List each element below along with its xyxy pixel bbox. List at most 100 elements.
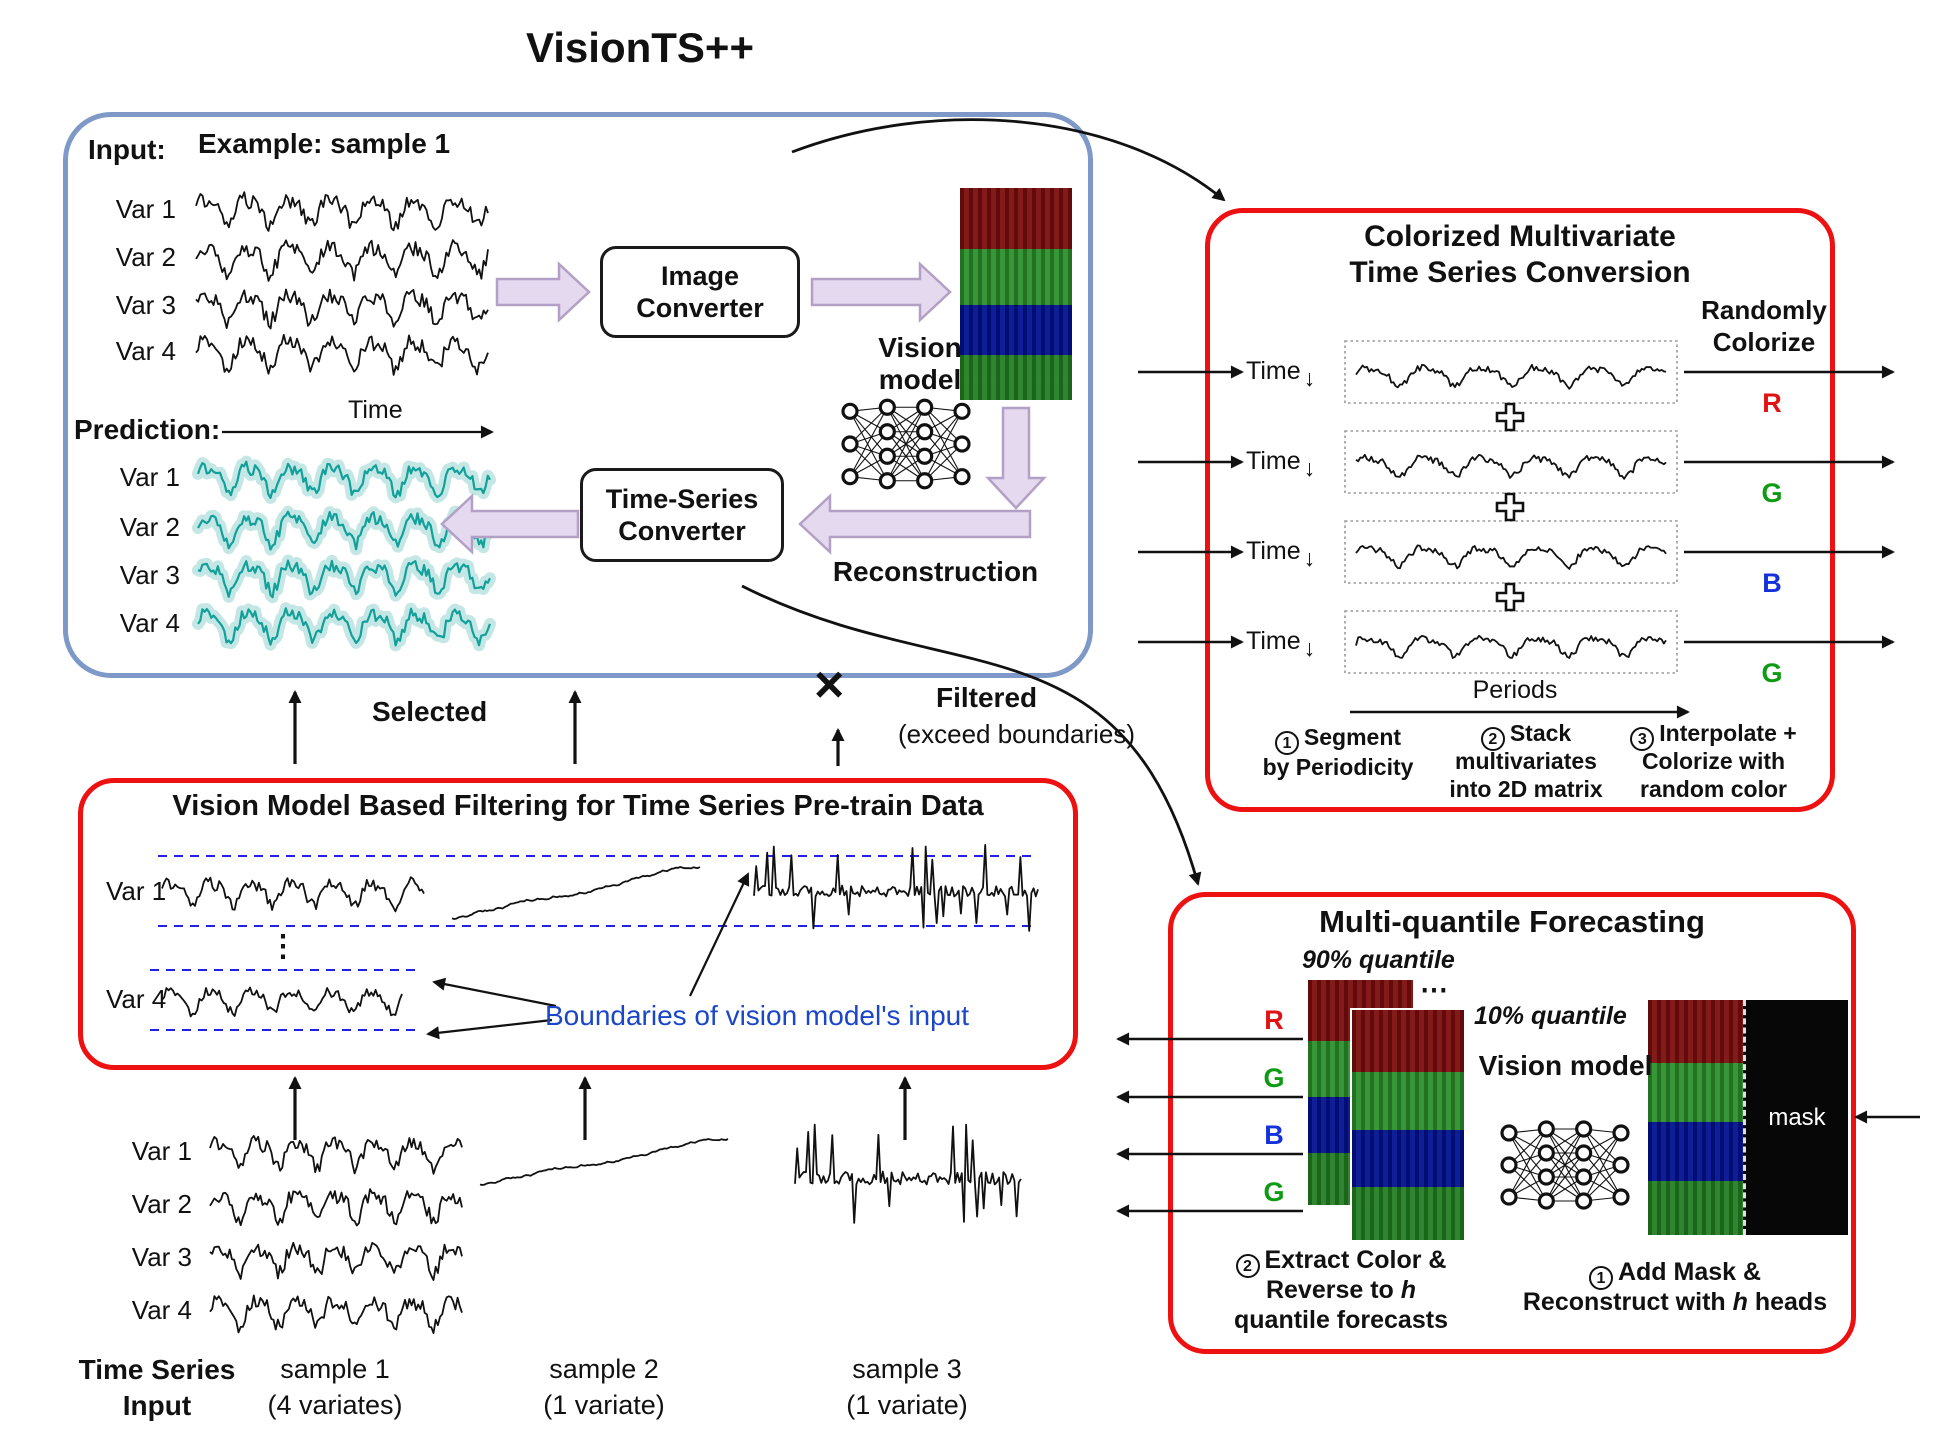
step3-line3: random color xyxy=(1640,776,1787,802)
down-arrow-icon: ↓ xyxy=(1303,545,1316,571)
prediction-var2-label: Var 2 xyxy=(119,512,180,542)
extract-step-line2: Reverse to h xyxy=(1216,1276,1466,1305)
time-label: Time xyxy=(1246,627,1301,655)
time-row-4: Time↓ xyxy=(1246,627,1315,662)
mask-step-text: Add Mask & xyxy=(1617,1258,1762,1286)
step2-line3: into 2D matrix xyxy=(1449,776,1603,802)
step3-number: 3 xyxy=(1630,727,1655,751)
sample1-waveform-var2 xyxy=(209,1188,463,1227)
sample3-name: sample 3 xyxy=(852,1354,962,1384)
red-band xyxy=(960,188,1072,250)
selected-label: Selected xyxy=(372,696,488,727)
step3-text: Interpolate + xyxy=(1659,720,1797,746)
time-series-converter-box: Time-Series Converter xyxy=(580,468,784,562)
input-var3-label: Var 3 xyxy=(115,290,176,320)
q-channel-b: B xyxy=(1264,1120,1284,1150)
mask-step-number: 1 xyxy=(1588,1266,1613,1290)
time-row-2: Time↓ xyxy=(1246,447,1315,482)
ellipsis-icon: ⋯ xyxy=(1420,974,1448,1005)
time-axis-label: Time xyxy=(348,396,403,424)
ts-input-title-2: Input xyxy=(122,1390,192,1421)
extract-step-line2-pre: Reverse to xyxy=(1265,1276,1401,1304)
colorize-title-2: Time Series Conversion xyxy=(1349,256,1691,289)
green-band xyxy=(1648,1180,1743,1235)
filter-var4-label: Var 4 xyxy=(106,984,167,1014)
colorize-word-label: Colorize xyxy=(1712,327,1816,357)
boundaries-label: Boundaries of vision model's input xyxy=(545,1000,970,1031)
prediction-var4-label: Var 4 xyxy=(119,608,180,638)
encoded-image xyxy=(960,188,1072,400)
blue-band xyxy=(960,304,1072,356)
mask-step-line2-post: heads xyxy=(1747,1288,1828,1316)
down-arrow-icon: ↓ xyxy=(1303,365,1316,391)
time-label: Time xyxy=(1246,357,1301,385)
time-row-3: Time↓ xyxy=(1246,537,1315,572)
time-label: Time xyxy=(1246,447,1301,475)
sample-to-filter-arrows xyxy=(288,1076,912,1140)
extract-step-line3: quantile forecasts xyxy=(1234,1306,1448,1334)
prediction-var1-label: Var 1 xyxy=(119,462,180,492)
periods-label: Periods xyxy=(1472,676,1558,704)
sample2-waveform xyxy=(479,1138,729,1186)
sample-var2-label: Var 2 xyxy=(131,1189,192,1219)
green-band xyxy=(1352,1072,1464,1130)
h-symbol: h xyxy=(1732,1288,1748,1316)
h-symbol: h xyxy=(1400,1276,1417,1304)
channel-label-g: G xyxy=(1761,478,1783,508)
q90-label: 90% quantile xyxy=(1302,946,1455,974)
sample-var1-label: Var 1 xyxy=(131,1136,192,1166)
vision-model-label: Vision model xyxy=(878,332,962,396)
step2-line2: multivariates xyxy=(1455,748,1597,774)
masked-input-image: mask xyxy=(1648,1000,1848,1235)
mask-step-line2: Reconstruct with h heads xyxy=(1510,1288,1840,1317)
time-row-1: Time↓ xyxy=(1246,357,1315,392)
masked-image-rgb-half xyxy=(1648,1000,1743,1235)
colorize-title-1: Colorized Multivariate xyxy=(1364,220,1676,253)
reconstruction-label: Reconstruction xyxy=(832,556,1039,587)
image-converter-box: Image Converter xyxy=(600,246,800,338)
step3-line2: Colorize with xyxy=(1641,748,1786,774)
sample1-sub: (4 variates) xyxy=(267,1390,403,1420)
down-arrow-icon: ↓ xyxy=(1303,635,1316,661)
channel-label-r: R xyxy=(1762,388,1782,418)
green-band xyxy=(1352,1187,1464,1240)
example-label: Example: sample 1 xyxy=(198,128,451,159)
sample2-sub: (1 variate) xyxy=(543,1390,665,1420)
step1-line2: by Periodicity xyxy=(1262,754,1414,780)
time-series-converter-label: Time-Series Converter xyxy=(605,483,759,546)
step1-number: 1 xyxy=(1274,731,1299,755)
mask-region: mask xyxy=(1743,1000,1848,1235)
filtering-box xyxy=(78,778,1078,1070)
sample-var3-label: Var 3 xyxy=(131,1242,192,1272)
blue-band xyxy=(1648,1122,1743,1181)
quantile-image-front xyxy=(1350,1008,1466,1242)
step2-text: Stack xyxy=(1509,720,1572,746)
green-band xyxy=(960,355,1072,400)
sample1-waveform-var1 xyxy=(209,1135,463,1175)
sample3-waveform xyxy=(794,1123,1022,1224)
quantile-title: Multi-quantile Forecasting xyxy=(1319,904,1705,939)
prediction-label: Prediction: xyxy=(74,414,221,445)
blue-band xyxy=(1352,1129,1464,1188)
quantile-box xyxy=(1168,892,1856,1354)
figure-title: VisionTS++ xyxy=(526,24,754,71)
time-label: Time xyxy=(1246,537,1301,565)
q10-label: 10% quantile xyxy=(1474,1002,1627,1030)
ts-input-title-1: Time Series xyxy=(78,1354,236,1385)
mask-step-line2-pre: Reconstruct with xyxy=(1522,1288,1733,1316)
colorize-box xyxy=(1205,208,1835,812)
q-channel-r: R xyxy=(1264,1005,1284,1035)
red-band xyxy=(1352,1010,1464,1073)
sample1-name: sample 1 xyxy=(280,1354,390,1384)
vertical-ellipsis: ⋮ xyxy=(268,930,298,963)
green-band xyxy=(960,249,1072,305)
channel-label-g2: G xyxy=(1761,658,1783,688)
mask-label: mask xyxy=(1768,1103,1826,1131)
step1-text: Segment xyxy=(1303,724,1402,750)
cross-icon: × xyxy=(814,656,845,714)
sample1-waveform-var4 xyxy=(209,1294,463,1334)
